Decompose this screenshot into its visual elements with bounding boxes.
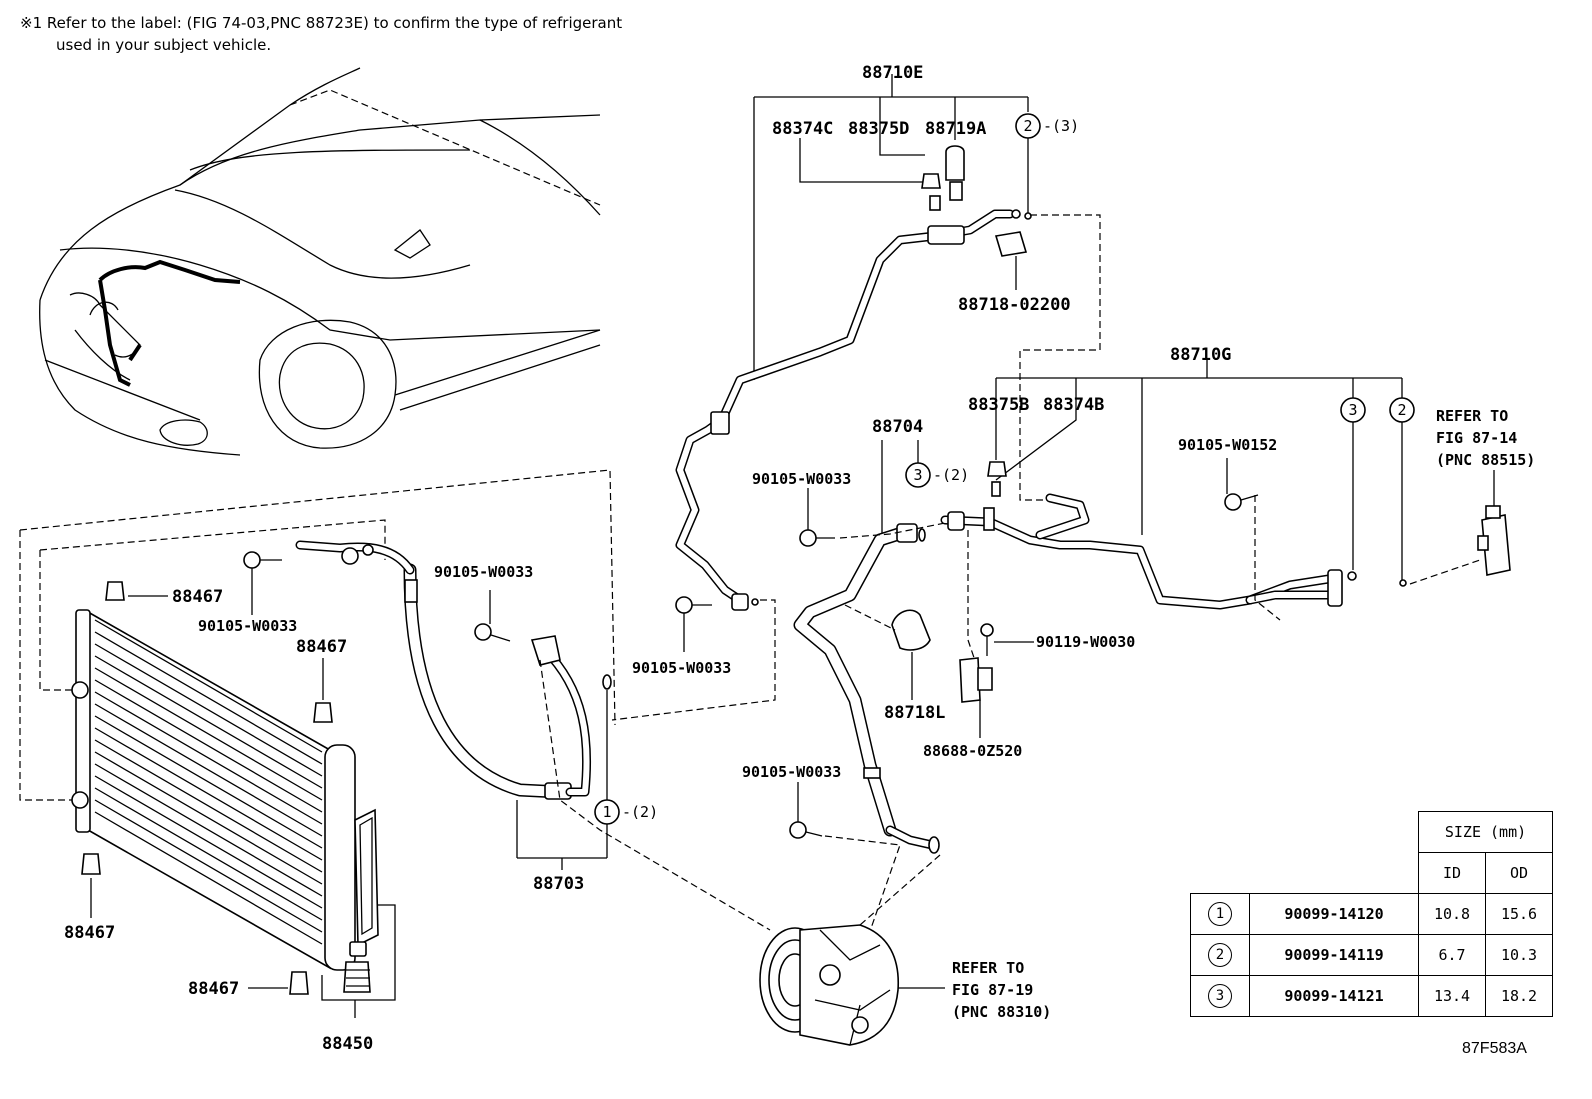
row-id: 6.7 <box>1418 934 1486 976</box>
svg-text:REFER TO: REFER TO <box>952 959 1024 977</box>
callout-circle-3-right: 3 <box>1340 397 1366 423</box>
label-88467-right: 88467 <box>296 637 347 657</box>
svg-text:(PNC 88515): (PNC 88515) <box>1436 451 1535 469</box>
compressor <box>759 924 945 1046</box>
size-header: SIZE (mm) <box>1418 811 1553 853</box>
svg-text:1: 1 <box>602 803 611 821</box>
grommet-88467-bottom-left <box>81 853 101 918</box>
drawing-code: 87F583A <box>1462 1040 1527 1057</box>
svg-text:-(2): -(2) <box>622 803 658 821</box>
expansion-valve <box>1477 470 1511 576</box>
label-90105-w0033-condenser: 90105-W0033 <box>198 617 297 635</box>
svg-text:REFER TO: REFER TO <box>1436 407 1508 425</box>
label-88710G: 88710G <box>1170 345 1231 365</box>
bolt-90105-w0033-hose <box>474 590 511 642</box>
table-row: 3 90099-14121 13.4 18.2 <box>1190 975 1553 1017</box>
hose-88704 <box>789 440 961 961</box>
callout-circle-3-mid: 3 -(2) <box>905 462 969 488</box>
size-col-id: ID <box>1418 852 1486 894</box>
label-88718-02200: 88718-02200 <box>958 295 1071 315</box>
grommet-88467-right <box>313 658 333 723</box>
label-88688-0Z520: 88688-0Z520 <box>923 742 1022 760</box>
svg-text:2: 2 <box>1023 117 1032 135</box>
vehicle-illustration <box>19 67 616 801</box>
row-key: 1 <box>1208 902 1232 926</box>
row-id: 10.8 <box>1418 893 1486 935</box>
callout-circle-2-right: 2 <box>1389 397 1415 423</box>
row-part-number: 90099-14119 <box>1249 934 1419 976</box>
label-88703: 88703 <box>533 874 584 894</box>
label-88718L: 88718L <box>884 703 945 723</box>
size-col-od: OD <box>1485 852 1553 894</box>
condenser-left-tank <box>75 609 91 833</box>
refer-fig-87-19: REFER TO FIG 87-19 (PNC 88310) <box>952 959 1051 1021</box>
label-90119-w0030: 90119-W0030 <box>1036 633 1135 651</box>
callout-circle-2-top: 2 -(3) <box>1015 113 1079 139</box>
refer-fig-87-14: REFER TO FIG 87-14 (PNC 88515) <box>1436 407 1535 469</box>
label-88467-bottom: 88467 <box>188 979 239 999</box>
row-key: 2 <box>1208 943 1232 967</box>
table-row: 1 90099-14120 10.8 15.6 <box>1190 893 1553 935</box>
svg-text:2: 2 <box>1397 401 1406 419</box>
receiver-parts-88450 <box>321 904 396 1018</box>
label-88374B: 88374B <box>1043 395 1104 415</box>
label-88375B: 88375B <box>968 395 1029 415</box>
row-id: 13.4 <box>1418 975 1486 1017</box>
callout-circle-1: 1 -(2) <box>594 799 658 825</box>
label-88710E: 88710E <box>862 63 923 83</box>
grommet-88467-bottom <box>248 971 309 995</box>
label-90105-w0033-hose: 90105-W0033 <box>434 563 533 581</box>
label-90105-w0152: 90105-W0152 <box>1178 436 1277 454</box>
svg-text:-(2): -(2) <box>933 466 969 484</box>
label-88375D: 88375D <box>848 119 909 139</box>
row-od: 10.3 <box>1485 934 1553 976</box>
svg-text:3: 3 <box>913 466 922 484</box>
grommet-88467-top <box>105 581 168 601</box>
label-90105-w0033-discharge: 90105-W0033 <box>632 659 731 677</box>
tube-88710G <box>940 360 1481 738</box>
row-part-number: 90099-14120 <box>1249 893 1419 935</box>
size-table-subheader-row: ID OD <box>1191 852 1553 894</box>
tube-88710E <box>611 74 1101 721</box>
refrigerant-note: ※1 Refer to the label: (FIG 74-03,PNC 88… <box>20 12 622 56</box>
size-table-header-row: SIZE (mm) <box>1191 811 1553 853</box>
label-90105-w0033-suction: 90105-W0033 <box>752 470 851 488</box>
svg-text:3: 3 <box>1348 401 1357 419</box>
o-ring-size-table: SIZE (mm) ID OD 1 90099-14120 10.8 15.6 … <box>1190 811 1553 1017</box>
refrigerant-note-line-2: used in your subject vehicle. <box>56 36 272 54</box>
row-key: 3 <box>1208 984 1232 1008</box>
svg-text:FIG 87-14: FIG 87-14 <box>1436 429 1517 447</box>
label-88450: 88450 <box>322 1034 373 1054</box>
bolt-90105-w0033-condenser <box>243 551 282 615</box>
row-od: 15.6 <box>1485 893 1553 935</box>
svg-text:-(3): -(3) <box>1043 117 1079 135</box>
svg-text:FIG 87-19: FIG 87-19 <box>952 981 1033 999</box>
label-88467-bottom-left: 88467 <box>64 923 115 943</box>
refrigerant-note-line-1: ※1 Refer to the label: (FIG 74-03,PNC 88… <box>20 14 623 32</box>
label-88467-top: 88467 <box>172 587 223 607</box>
table-row: 2 90099-14119 6.7 10.3 <box>1190 934 1553 976</box>
condenser-assembly <box>39 519 386 971</box>
label-88704: 88704 <box>872 417 923 437</box>
row-part-number: 90099-14121 <box>1249 975 1419 1017</box>
label-88719A: 88719A <box>925 119 986 139</box>
label-88374C: 88374C <box>772 119 833 139</box>
row-od: 18.2 <box>1485 975 1553 1017</box>
hose-88703 <box>295 540 771 931</box>
receiver-dryer <box>324 744 356 971</box>
label-90105-w0033-lower: 90105-W0033 <box>742 763 841 781</box>
svg-text:(PNC 88310): (PNC 88310) <box>952 1003 1051 1021</box>
